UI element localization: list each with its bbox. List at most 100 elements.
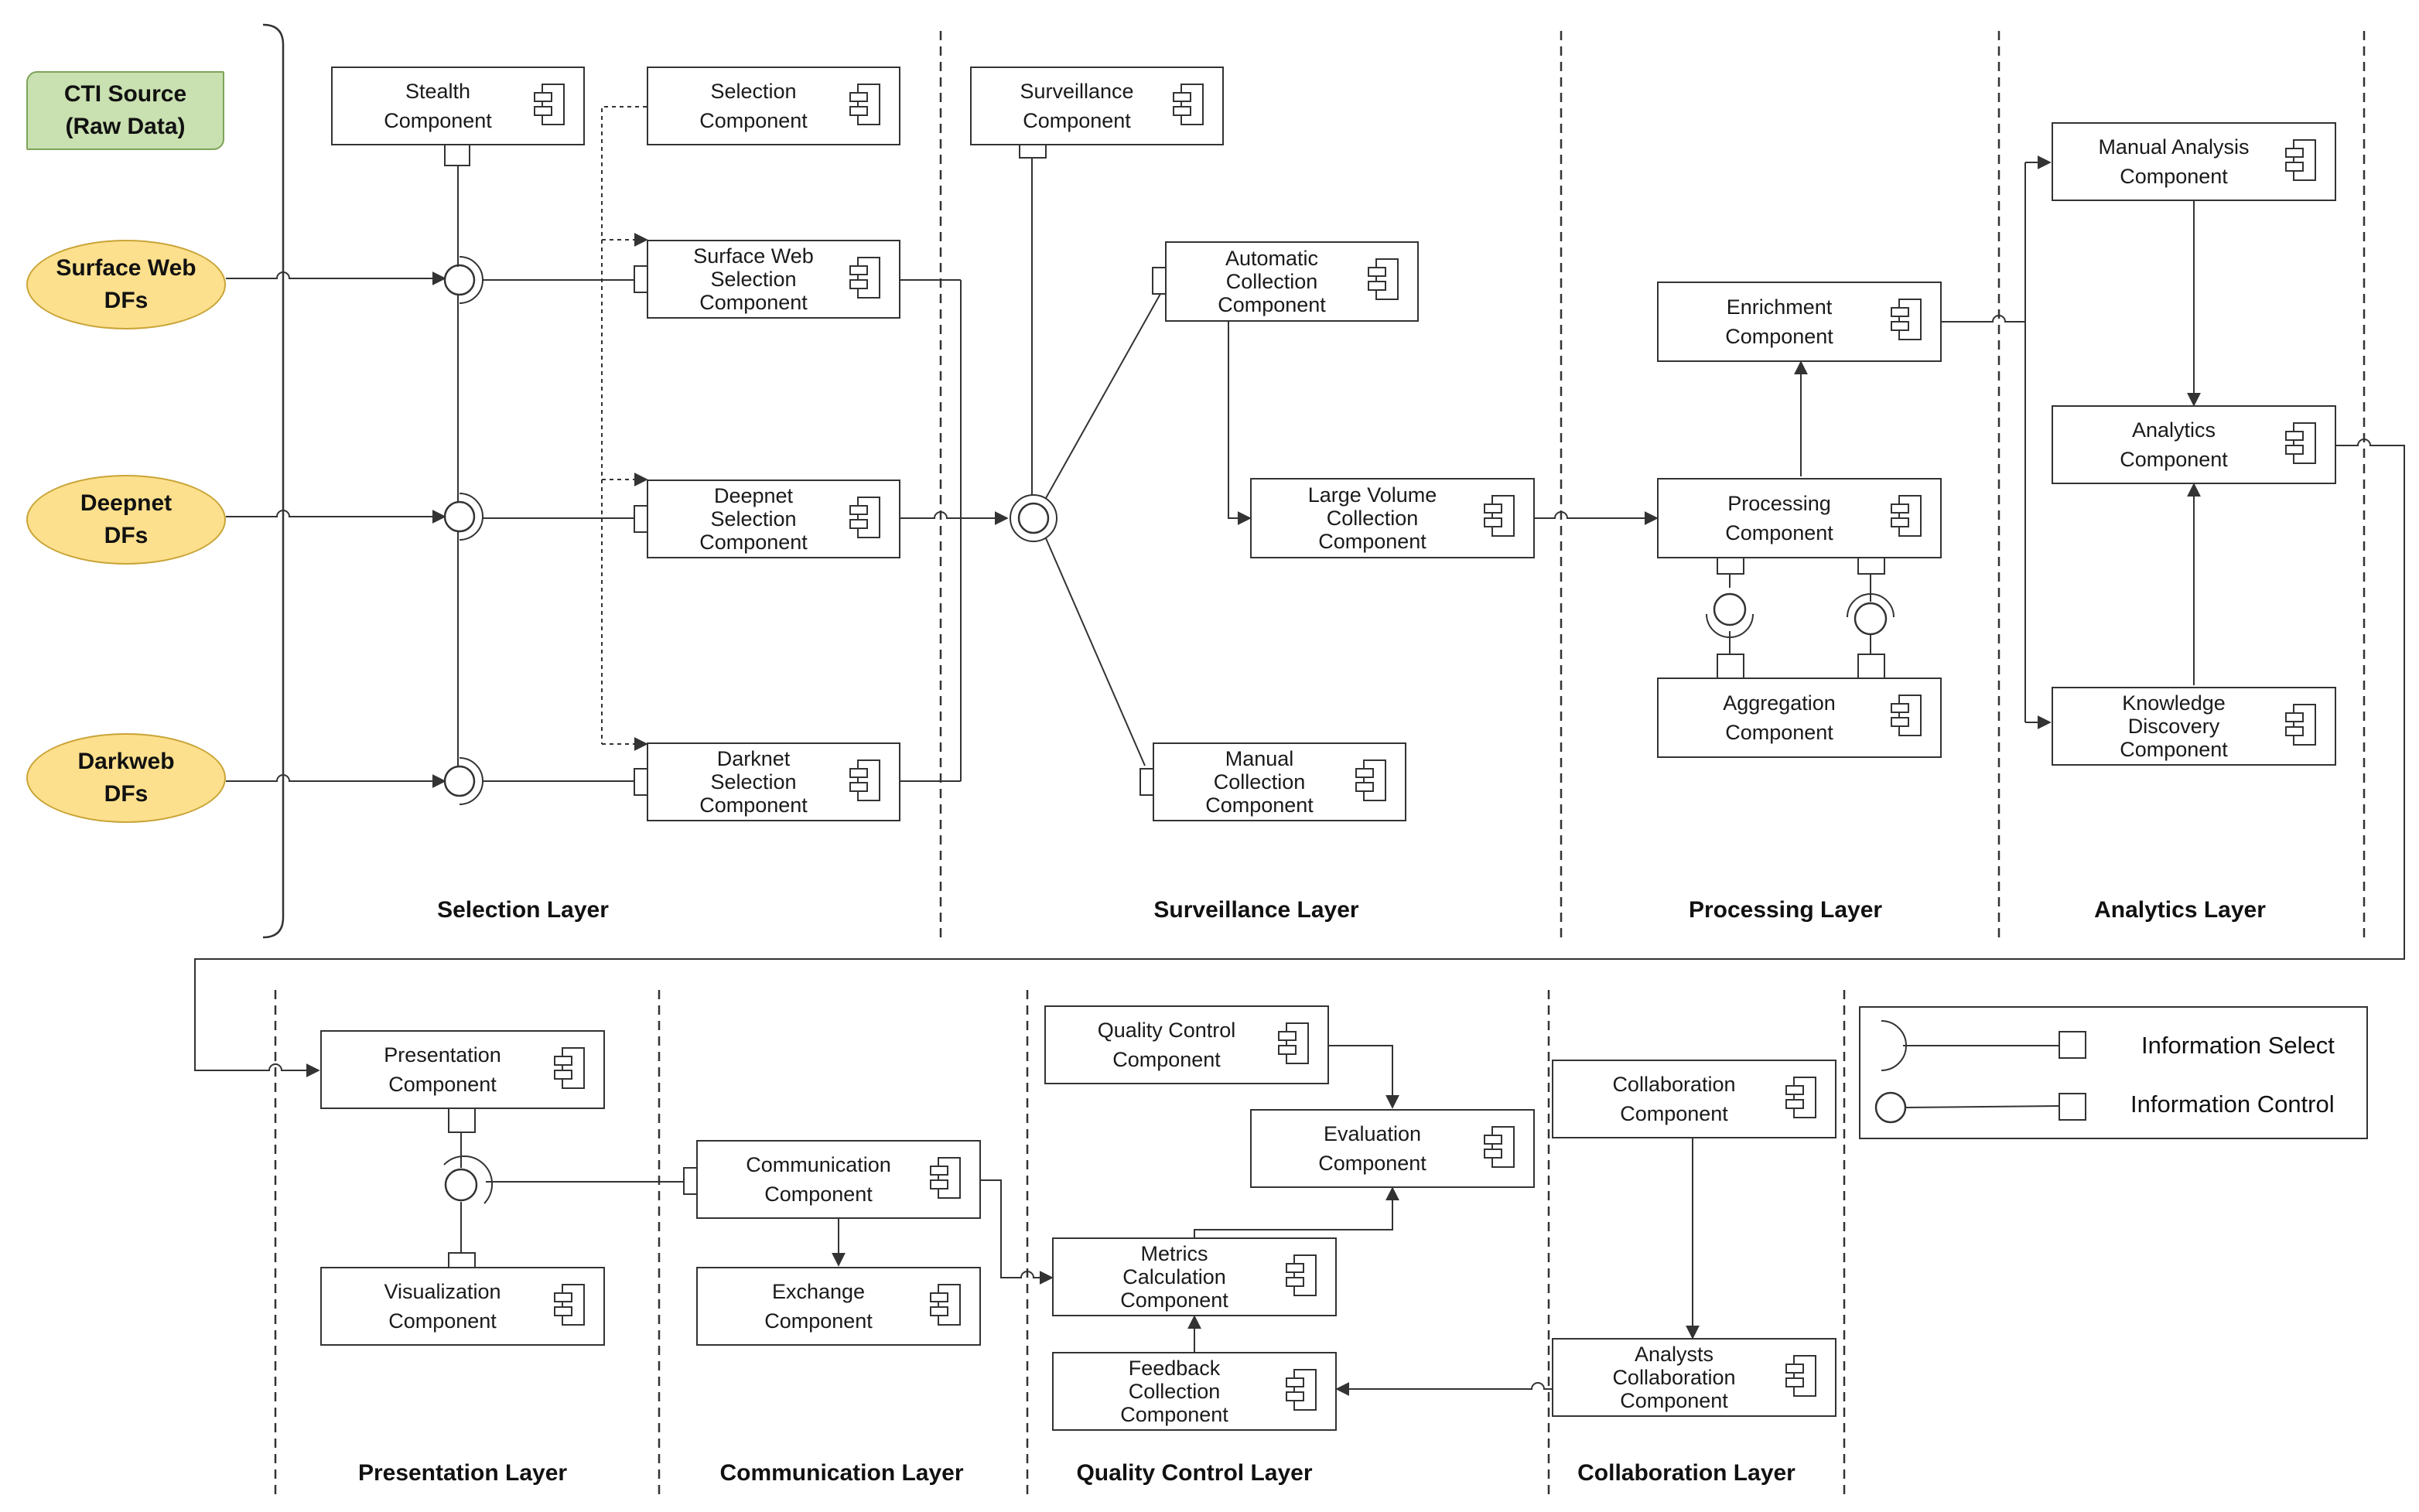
surface-web-source: Surface Web DFs: [26, 240, 226, 329]
component-icon: [1785, 1355, 1816, 1397]
component-label: Component: [699, 794, 808, 817]
component-icon: [849, 497, 880, 538]
component-icon: [1355, 759, 1386, 801]
component-icon: [930, 1157, 961, 1199]
dark-connector: [226, 774, 446, 788]
component-icon: [1173, 84, 1204, 125]
component-label: Surveillance: [1020, 80, 1134, 103]
component-label: Component: [1725, 325, 1833, 348]
component-label: Component: [388, 1073, 497, 1096]
component-icon: [554, 1047, 585, 1089]
cti-source-line1: CTI Source: [63, 81, 187, 107]
select-socket-surface: [443, 256, 483, 304]
legend-information-select: Information Select: [2141, 1032, 2335, 1059]
component-label: Component: [2120, 448, 2228, 471]
component-icon: [2285, 139, 2316, 181]
component-label: Component: [764, 1183, 873, 1206]
component-icon: [1484, 1126, 1515, 1168]
component-icon: [1891, 299, 1922, 340]
component-label: Metrics: [1140, 1242, 1208, 1265]
component-icon: [1286, 1254, 1317, 1296]
component-label: Component: [764, 1309, 873, 1333]
component-label: Component: [388, 1309, 497, 1333]
component-icon: [2285, 704, 2316, 746]
component-label: Communication: [746, 1153, 891, 1176]
layer-separators: [274, 31, 2366, 1500]
deepnet-line1: Deepnet: [80, 490, 173, 516]
deepnet-line2: DFs: [104, 523, 149, 548]
component-icon: [849, 759, 880, 801]
component-icon: [2285, 422, 2316, 464]
component-label: Large Volume: [1307, 483, 1437, 507]
layer-label-processing: Processing Layer: [1688, 897, 1883, 923]
component-label: Quality Control: [1097, 1019, 1236, 1042]
component-icon: [849, 257, 880, 299]
component-label: Selection: [710, 507, 797, 531]
component-label: Feedback: [1128, 1357, 1221, 1380]
component-label: Component: [1620, 1389, 1728, 1412]
component-icon: [1368, 258, 1399, 300]
darkweb-line1: Darkweb: [77, 749, 175, 774]
component-label: Calculation: [1122, 1265, 1226, 1288]
component-label: Analysts: [1634, 1343, 1714, 1366]
component-icon: [849, 84, 880, 125]
component-label: Collection: [1213, 770, 1306, 794]
select-socket-deep: [443, 493, 483, 541]
component-label: Component: [384, 109, 492, 132]
component-label: Component: [699, 291, 808, 314]
component-label: Presentation: [384, 1043, 501, 1067]
component-label: Component: [1620, 1102, 1728, 1125]
cti-source-line2: (Raw Data): [65, 114, 186, 139]
surface-connector: [226, 271, 446, 285]
layer-label-collaboration: Collaboration Layer: [1577, 1460, 1795, 1486]
component-label: Component: [1120, 1288, 1228, 1312]
component-label: Component: [2120, 165, 2228, 188]
layer-label-quality-control: Quality Control Layer: [1076, 1460, 1313, 1486]
component-label: Selection: [710, 80, 797, 103]
component-label: Manual Analysis: [2098, 135, 2250, 159]
component-label: Component: [699, 531, 808, 554]
deepnet-source: Deepnet DFs: [26, 475, 226, 565]
component-icon: [1891, 495, 1922, 537]
component-label: Surface Web: [693, 244, 814, 268]
source-brace: [262, 23, 285, 939]
component-label: Selection: [710, 268, 797, 291]
component-icon: [554, 1284, 585, 1326]
component-label: Enrichment: [1726, 295, 1833, 319]
component-label: Component: [1725, 721, 1833, 744]
layer-label-selection: Selection Layer: [437, 897, 609, 923]
component-label: Discovery: [2127, 715, 2220, 738]
component-label: Collection: [1225, 270, 1318, 293]
component-label: Stealth: [405, 80, 471, 103]
component-label: Component: [1205, 794, 1314, 817]
component-label: Manual: [1225, 747, 1294, 770]
component-label: Collaboration: [1612, 1366, 1736, 1389]
component-label: Component: [1218, 293, 1326, 316]
component-label: Selection: [710, 770, 797, 794]
select-socket-dark: [443, 757, 483, 805]
component-label: Component: [699, 109, 808, 132]
darkweb-line2: DFs: [104, 781, 149, 807]
component-label: Component: [1725, 521, 1833, 544]
component-icon: [1891, 695, 1922, 736]
layer-label-communication: Communication Layer: [719, 1460, 964, 1486]
component-label: Darknet: [716, 747, 791, 770]
component-icon: [534, 84, 565, 125]
component-label: Component: [1318, 1152, 1426, 1175]
component-label: Knowledge: [2122, 691, 2226, 715]
component-label: Deepnet: [713, 484, 794, 507]
component-label: Exchange: [771, 1280, 866, 1303]
